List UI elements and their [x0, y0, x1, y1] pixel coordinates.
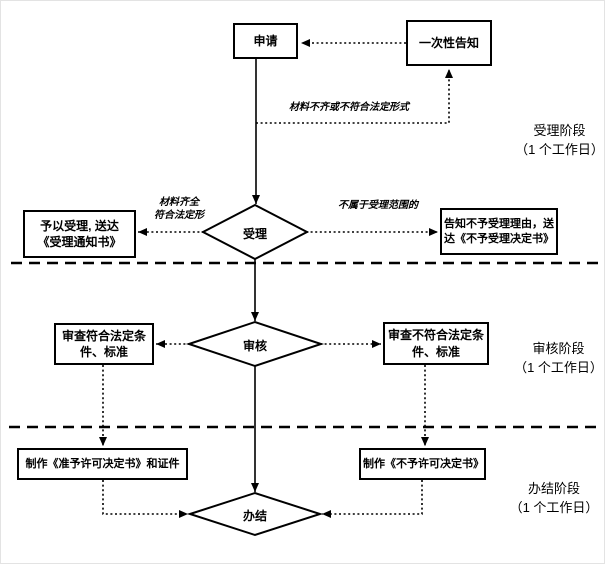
stage-label-review: 审核阶段 （1 个工作日） — [514, 341, 603, 375]
node-accept-no: 告知不予受理理由，送 达《不予受理决定书》 — [440, 208, 558, 255]
edge-denial-to-finish — [322, 480, 423, 518]
node-one-time-notice: 一次性告知 — [406, 20, 492, 66]
node-review-pass: 审查符合法定条 件、标准 — [54, 323, 154, 365]
node-make-denial: 制作《不予许可决定书》 — [359, 448, 486, 480]
node-review-fail: 审查不符合法定条 件、标准 — [383, 322, 489, 365]
node-apply: 申请 — [233, 23, 298, 59]
stage-label-finish: 办结阶段 （1 个工作日） — [509, 481, 599, 515]
diamond-finish-label: 办结 — [242, 509, 267, 523]
edge-label-out-of-scope: 不属于受理范围的 — [338, 200, 418, 211]
edge-permit-to-finish — [102, 480, 188, 518]
node-make-permit: 制作《准予许可决定书》和证件 — [17, 448, 188, 480]
diamond-accept — [200, 203, 310, 261]
stage-label-accept: 受理阶段 （1 个工作日） — [515, 123, 604, 157]
edge-label-materials-ok: 材料齐全 符合法定形 — [154, 197, 204, 221]
diamond-review — [185, 320, 325, 368]
edge-incomplete-to-notice — [256, 69, 453, 124]
diamond-finish — [186, 491, 324, 537]
edge-label-materials-incomplete: 材料不齐或不符合法定形式 — [289, 102, 409, 113]
node-accept-yes: 予以受理, 送达 《受理通知书》 — [23, 210, 136, 258]
diamond-accept-label: 受理 — [242, 227, 267, 241]
diamond-review-label: 审核 — [242, 339, 267, 353]
